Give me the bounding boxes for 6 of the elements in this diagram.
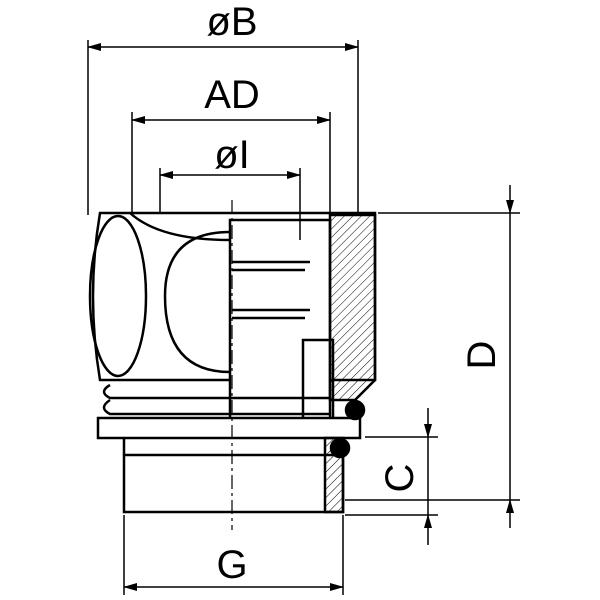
dimension-label: D xyxy=(462,340,502,370)
dimension-label: AD xyxy=(204,75,260,115)
dimension-label: C xyxy=(380,464,420,492)
dimension-label: øI xyxy=(214,135,250,175)
dimension-label: G xyxy=(216,545,248,585)
dimension-label: øB xyxy=(206,2,258,42)
